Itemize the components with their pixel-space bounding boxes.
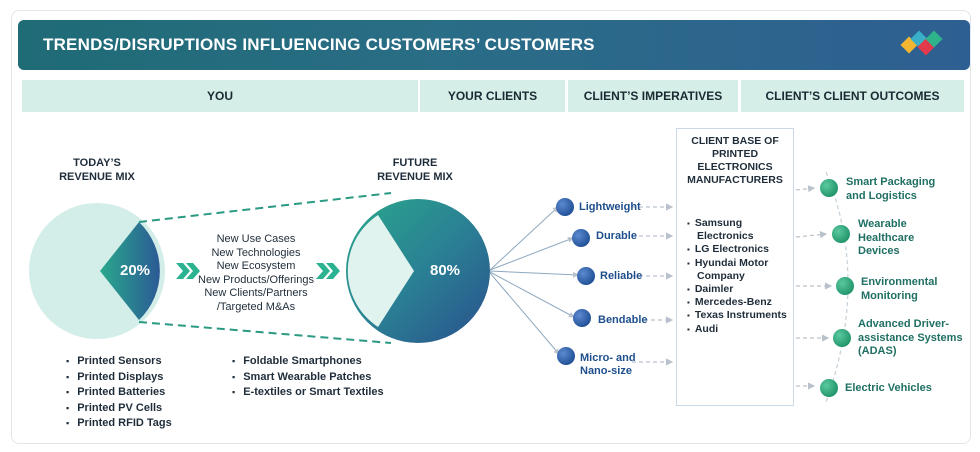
list-item: Printed Sensors bbox=[66, 354, 172, 370]
list-item: Hyundai Motor Company bbox=[687, 257, 791, 283]
list-item: Smart Wearable Patches bbox=[232, 370, 384, 386]
future-products-list: Foldable Smartphones Smart Wearable Patc… bbox=[232, 354, 384, 401]
future-caption: FUTURE REVENUE MIX bbox=[360, 156, 470, 184]
list-item: Printed Batteries bbox=[66, 385, 172, 401]
today-caption-line2: REVENUE MIX bbox=[59, 171, 135, 183]
header-you: YOU bbox=[22, 80, 418, 112]
driver-item: New Products/Offerings bbox=[198, 273, 314, 286]
list-item: Printed RFID Tags bbox=[66, 416, 172, 432]
projection-line-top bbox=[138, 192, 392, 223]
list-item: Daimler bbox=[687, 283, 791, 296]
list-item: Mercedes-Benz bbox=[687, 296, 791, 309]
driver-item: New Ecosystem bbox=[216, 260, 296, 272]
driver-item: /Targeted M&As bbox=[216, 300, 296, 313]
banner-title: TRENDS/DISRUPTIONS INFLUENCING CUSTOMERS… bbox=[43, 35, 595, 54]
driver-list: New Use Cases New Technologies New Ecosy… bbox=[194, 233, 318, 314]
header-client-imperatives: CLIENT’S IMPERATIVES bbox=[568, 80, 738, 112]
list-item: LG Electronics bbox=[687, 243, 791, 256]
future-caption-line1: FUTURE bbox=[392, 157, 438, 169]
outcome-dot bbox=[820, 379, 838, 397]
imperative-label: Reliable bbox=[600, 270, 643, 282]
list-item: Texas Instruments bbox=[687, 309, 791, 322]
imperative-dot bbox=[557, 347, 575, 365]
outcome-label: Wearable Healthcare Devices bbox=[858, 218, 915, 257]
imperative-dot bbox=[556, 198, 574, 216]
outcome-dot bbox=[832, 225, 850, 243]
today-share-wedge bbox=[100, 222, 160, 320]
title-banner: TRENDS/DISRUPTIONS INFLUENCING CUSTOMERS… bbox=[18, 20, 970, 70]
list-item: Samsung Electronics bbox=[687, 217, 791, 243]
driver-item: New Technologies bbox=[211, 246, 301, 259]
header-your-clients: YOUR CLIENTS bbox=[420, 80, 565, 112]
client-base-title: CLIENT BASE OF PRINTED ELECTRONICS MANUF… bbox=[687, 135, 783, 186]
today-caption-line1: TODAY’S bbox=[73, 157, 121, 169]
imperative-label: Micro- and Nano-size bbox=[580, 352, 636, 377]
list-item: Foldable Smartphones bbox=[232, 354, 384, 370]
outcome-label: Advanced Driver-assistance Systems (ADAS… bbox=[858, 318, 963, 357]
header-client-outcomes: CLIENT’S CLIENT OUTCOMES bbox=[741, 80, 964, 112]
chevron-right-icon bbox=[316, 263, 340, 279]
brand-logo-icon bbox=[900, 30, 943, 56]
outcome-dot bbox=[833, 329, 851, 347]
imperative-label: Bendable bbox=[598, 314, 648, 326]
client-base-box: CLIENT BASE OF PRINTED ELECTRONICS MANUF… bbox=[676, 128, 794, 406]
today-percent: 20% bbox=[120, 262, 151, 279]
list-item: E-textiles or Smart Textiles bbox=[232, 385, 383, 401]
chevron-right-icon bbox=[176, 263, 200, 279]
list-item: Printed Displays bbox=[66, 370, 172, 386]
driver-item: New Use Cases bbox=[216, 233, 296, 245]
imperative-dot bbox=[572, 229, 590, 247]
client-list: Samsung Electronics LG Electronics Hyund… bbox=[687, 217, 791, 336]
list-item: Audi bbox=[687, 323, 791, 336]
today-caption: TODAY’S REVENUE MIX bbox=[42, 156, 152, 184]
list-item: Printed PV Cells bbox=[66, 401, 172, 417]
outcome-label: Smart Packaging and Logistics bbox=[846, 176, 936, 202]
future-percent: 80% bbox=[430, 262, 461, 279]
projection-line-bottom bbox=[138, 321, 392, 344]
today-products-list: Printed Sensors Printed Displays Printed… bbox=[66, 354, 172, 432]
imperative-label: Durable bbox=[596, 230, 637, 242]
imperative-dot bbox=[577, 267, 595, 285]
future-share-wedge bbox=[347, 215, 414, 327]
outcome-dot bbox=[836, 277, 854, 295]
outcome-dot bbox=[820, 179, 838, 197]
outcome-label: Electric Vehicles bbox=[845, 382, 932, 394]
outcome-label: Environmental Monitoring bbox=[861, 276, 938, 302]
imperative-label: Lightweight bbox=[579, 201, 641, 213]
future-caption-line2: REVENUE MIX bbox=[377, 171, 453, 183]
imperative-dot bbox=[573, 309, 591, 327]
driver-item: New Clients/Partners bbox=[204, 287, 308, 299]
